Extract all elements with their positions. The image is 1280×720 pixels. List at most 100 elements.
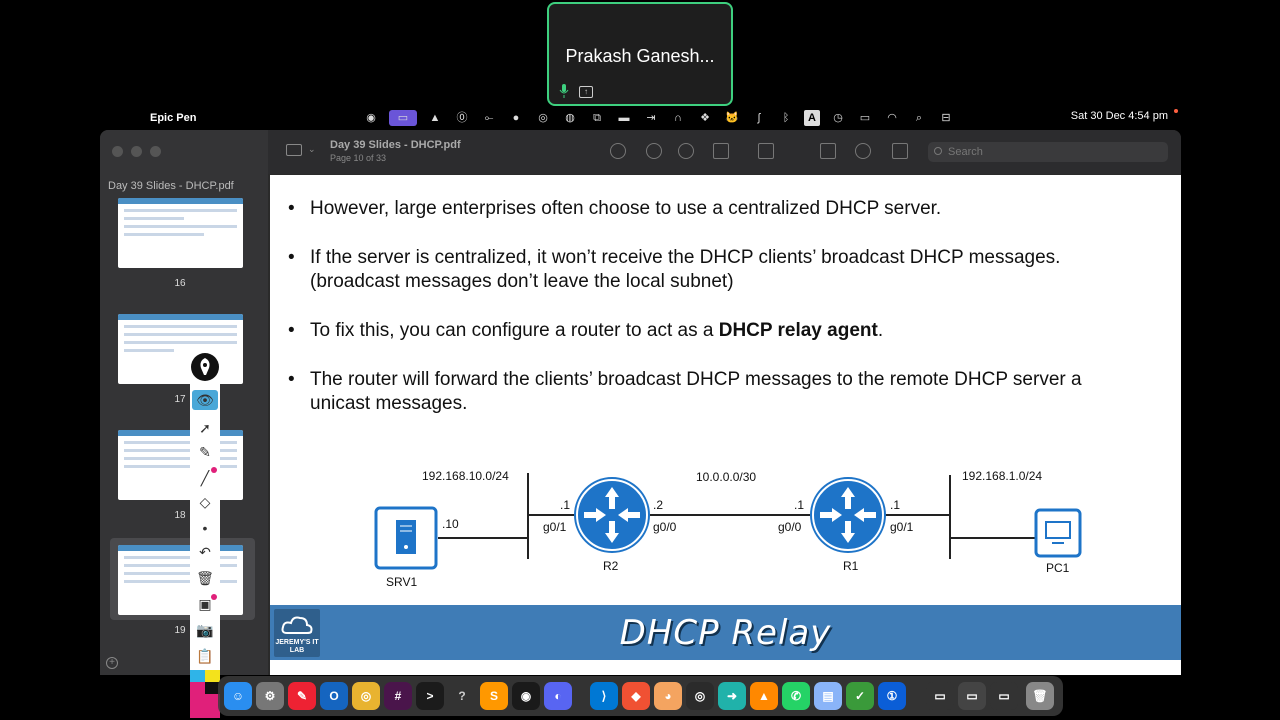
window-thumbnail-icon[interactable]: ▭ <box>926 682 954 710</box>
search-input[interactable]: Search <box>928 142 1168 162</box>
epic-pen-palette: 👁 ➚ ✎ ╱ ◇ • ↶ 🗑 ▣ 📷 📋 <box>190 350 220 718</box>
exit-icon[interactable]: ⇥ <box>646 112 656 124</box>
stethoscope-icon[interactable]: ʃ <box>757 112 761 124</box>
wifi-icon[interactable]: ◠ <box>887 112 897 124</box>
vscode-icon[interactable]: ⟩ <box>590 682 618 710</box>
markup-pen-icon[interactable] <box>758 143 774 159</box>
epic-pen-dock-icon[interactable]: ✎ <box>288 682 316 710</box>
thumbnail-page[interactable] <box>118 198 243 268</box>
camera-icon[interactable]: 📷 <box>196 622 214 638</box>
globe-icon[interactable]: ◍ <box>565 112 575 124</box>
microphone-icon[interactable] <box>559 84 569 98</box>
zoom-out-icon[interactable] <box>646 143 662 159</box>
onepassword-icon[interactable]: ⓪ <box>456 112 468 124</box>
trash-icon[interactable]: 🗑 <box>1026 682 1054 710</box>
battery-icon[interactable]: ▭ <box>859 112 871 124</box>
chevron-down-icon[interactable]: ⌄ <box>308 144 316 154</box>
thumbnail-page[interactable] <box>118 314 243 384</box>
bluetooth-icon[interactable]: ᛒ <box>782 112 790 124</box>
minimize-button[interactable] <box>131 146 142 157</box>
slide-title: DHCP Relay <box>619 613 832 653</box>
epic-pen-tray-icon[interactable]: ▭ <box>389 110 417 126</box>
headphones-icon[interactable]: ∩ <box>674 112 682 124</box>
search-icon[interactable]: ⌕ <box>915 112 923 124</box>
copilot-icon[interactable]: ◎ <box>686 682 714 710</box>
cat-icon[interactable]: 🐱 <box>725 112 739 124</box>
epic-pen-logo-icon[interactable] <box>191 353 219 381</box>
r2-label: R2 <box>603 559 619 573</box>
vlc-dock-icon[interactable]: ▲ <box>750 682 778 710</box>
discord-icon[interactable]: ◐ <box>544 682 572 710</box>
window-thumbnail-icon[interactable]: ▭ <box>958 682 986 710</box>
eraser-icon[interactable]: ◇ <box>199 494 211 510</box>
vlc-icon[interactable]: ▲ <box>429 112 441 124</box>
undo-icon[interactable]: ↶ <box>199 544 211 560</box>
eye-icon[interactable]: 👁 <box>192 390 218 410</box>
sidebar-title: Day 39 Slides - DHCP.pdf <box>108 180 234 192</box>
help-icon[interactable]: ? <box>458 689 466 703</box>
dropbox-icon[interactable]: ❖ <box>700 112 710 124</box>
preview-icon[interactable]: ▤ <box>814 682 842 710</box>
time-machine-icon[interactable]: ◷ <box>833 112 843 124</box>
share-screen-icon[interactable]: ↑ <box>579 86 593 98</box>
whatsapp-icon[interactable]: ✆ <box>782 682 810 710</box>
bullet-item: However, large enterprises often choose … <box>288 197 1181 221</box>
clock[interactable]: Sat 30 Dec 4:54 pm <box>1070 110 1168 122</box>
onepassword-dock-icon[interactable]: ① <box>878 682 906 710</box>
info-icon[interactable] <box>610 143 626 159</box>
arrow-app-icon[interactable]: ➜ <box>718 682 746 710</box>
thumbnail-page-selected[interactable] <box>118 545 243 615</box>
zoom-in-icon[interactable] <box>678 143 694 159</box>
color-swatches[interactable] <box>190 670 220 718</box>
sidebar-toggle-icon[interactable] <box>286 144 302 156</box>
brush-size-icon[interactable]: • <box>202 520 208 536</box>
annotate-icon[interactable] <box>855 143 871 159</box>
note-icon[interactable]: ▬ <box>618 112 630 124</box>
trash-icon[interactable]: 🗑 <box>196 570 214 586</box>
keyboard-icon[interactable]: A <box>804 110 820 126</box>
cursor-icon[interactable]: ➚ <box>199 420 211 436</box>
slack-icon[interactable]: # <box>384 682 412 710</box>
window-controls <box>112 146 161 157</box>
control-center-icon[interactable]: ⊟ <box>941 112 951 124</box>
screen-recorder-icon[interactable]: ◉ <box>366 112 376 124</box>
highlighter-icon[interactable]: ✎ <box>199 444 211 460</box>
network-diagram <box>374 473 1082 570</box>
pen-icon[interactable]: ╱ <box>200 470 210 486</box>
close-button[interactable] <box>112 146 123 157</box>
share-icon[interactable] <box>713 143 729 159</box>
system-settings-icon[interactable]: ⚙ <box>256 682 284 710</box>
whiteboard-icon[interactable]: ▣ <box>198 596 212 612</box>
chrome-icon[interactable]: ◎ <box>352 682 380 710</box>
cat-app-icon[interactable]: ◕ <box>654 682 682 710</box>
git-icon[interactable]: ◆ <box>622 682 650 710</box>
finder-icon[interactable]: ☺ <box>224 682 252 710</box>
pc-icon <box>1034 508 1082 558</box>
rotate-icon[interactable] <box>820 143 836 159</box>
thumbnail-page[interactable] <box>118 430 243 500</box>
zoom-participant-tile[interactable]: Prakash Ganesh... ↑ <box>547 2 733 106</box>
network-icon[interactable]: ⟜ <box>484 112 494 124</box>
outlook-icon[interactable]: O <box>320 682 348 710</box>
add-page-icon[interactable]: + <box>106 657 118 669</box>
thumbnail-sidebar: Day 39 Slides - DHCP.pdf 16 17 18 19 + <box>100 130 268 675</box>
thumbnail-number: 18 <box>174 510 186 521</box>
clipboard-icon[interactable]: 📋 <box>196 648 214 664</box>
terminal-icon[interactable]: > <box>416 682 444 710</box>
window-icon[interactable]: ⧉ <box>593 112 601 124</box>
app-name[interactable]: Epic Pen <box>150 112 197 124</box>
bullet-item: If the server is centralized, it won’t r… <box>288 246 1181 294</box>
form-icon[interactable] <box>892 143 908 159</box>
cheatsheet-icon[interactable]: ✓ <box>846 682 874 710</box>
zoom-button[interactable] <box>150 146 161 157</box>
r2-right-interface: g0/0 <box>653 520 677 534</box>
color-indicator <box>211 594 217 600</box>
window-thumbnail-icon[interactable]: ▭ <box>990 682 1018 710</box>
messages-icon[interactable]: ● <box>512 112 520 124</box>
chrome-icon[interactable]: ◎ <box>538 112 548 124</box>
search-placeholder: Search <box>948 146 983 158</box>
cloud-logo-icon <box>281 616 313 634</box>
sublime-text-icon[interactable]: S <box>480 682 508 710</box>
document-title: Day 39 Slides - DHCP.pdf <box>330 139 461 151</box>
gitkraken-icon[interactable]: ◉ <box>512 682 540 710</box>
